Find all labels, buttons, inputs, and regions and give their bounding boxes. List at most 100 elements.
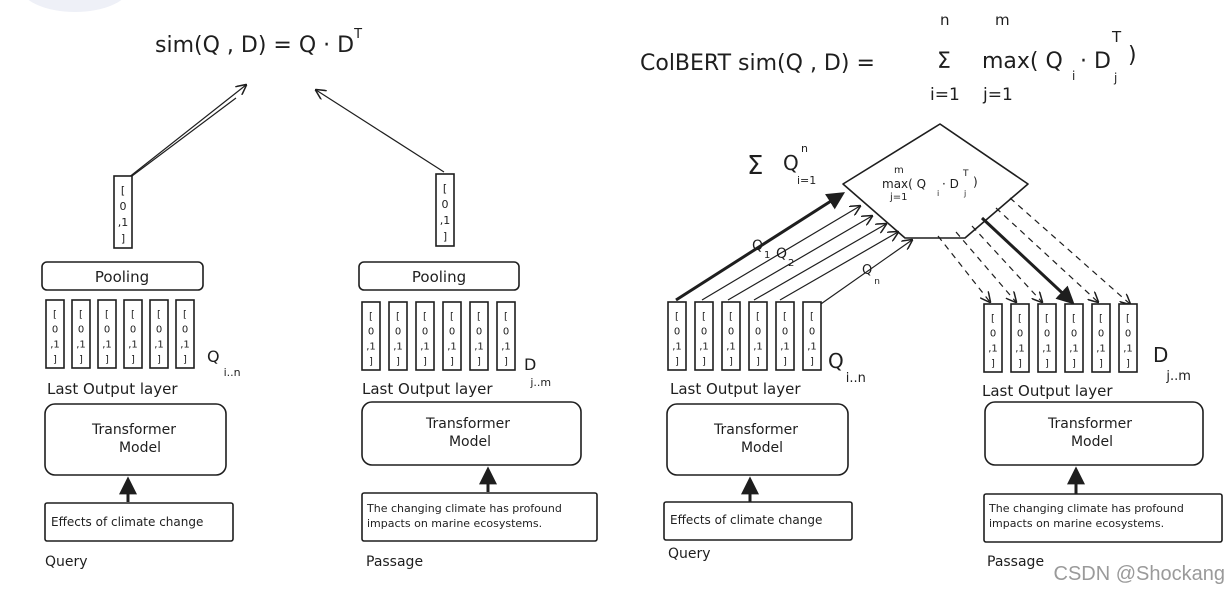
- right-transformer-d-line2: Model: [1071, 434, 1113, 450]
- right-layer-label-d: Last Output layer: [982, 382, 1113, 400]
- pooled-doc-vector-box: [0,1]: [435, 173, 455, 247]
- right-q-vector-5-glyph: [: [783, 311, 787, 322]
- maxsim-diamond-text: m max( Q i · D T j ) j=1: [882, 165, 978, 203]
- pooled-query-vector: [0,1]: [113, 175, 133, 249]
- right-q-vector-2-glyph: ,1: [699, 341, 709, 352]
- left-d-vector-5-glyph: [: [477, 311, 481, 322]
- colbert-formula-max: max( Q: [982, 49, 1063, 74]
- left-passage-text-2: impacts on marine ecosystems.: [367, 517, 542, 530]
- left-transformer-d-line2: Model: [449, 434, 491, 450]
- arrow-q-to-sim: [127, 85, 246, 179]
- left-q-vector-5-frame: [149, 299, 169, 369]
- left-q-vector-6-frame: [175, 299, 195, 369]
- left-d-vector-6-glyph: ]: [504, 356, 508, 367]
- right-d-vector-1: [0,1]: [983, 303, 1003, 373]
- pooled-query-vector-box-glyph: ,1: [118, 216, 129, 229]
- colbert-formula-i: i: [1072, 69, 1075, 83]
- right-d-vector-1-glyph: ,1: [988, 343, 998, 354]
- right-q-vector-6-glyph: ]: [810, 356, 814, 367]
- right-d-vector-5-frame: [1091, 303, 1111, 373]
- left-d-vector-1-glyph: ]: [369, 356, 373, 367]
- right-transformer-q-line1: Transformer: [713, 422, 798, 438]
- right-q-subscript: Qi..n: [828, 349, 866, 386]
- pooled-doc-vector: [0,1]: [435, 173, 455, 247]
- right-d-vector-6-glyph: 0: [1125, 328, 1131, 339]
- left-d-vector-5-glyph: 0: [476, 326, 482, 337]
- right-d-vector-6: [0,1]: [1118, 303, 1138, 373]
- right-q-vector-1-frame: [667, 301, 687, 371]
- left-d-vector-1: [0,1]: [361, 301, 381, 371]
- left-doc-token-vectors: [0,1][0,1][0,1][0,1][0,1][0,1]: [361, 301, 516, 371]
- right-q-vector-2-frame: [694, 301, 714, 371]
- right-d-vector-2-glyph: ,1: [1015, 343, 1025, 354]
- left-formula: sim(Q , D) = Q · DT: [155, 27, 362, 58]
- left-d-vector-1-glyph: [: [369, 311, 373, 322]
- left-query-text: Effects of climate change: [51, 515, 203, 529]
- left-d-vector-1-glyph: 0: [368, 326, 374, 337]
- colbert-formula-n: n: [940, 11, 950, 29]
- right-d-vector-4: [0,1]: [1064, 303, 1084, 373]
- arrow-q2-to-maxsim: [701, 206, 860, 301]
- left-q-vector-5-glyph: ,1: [154, 339, 164, 350]
- right-q-vector-2-glyph: [: [702, 311, 706, 322]
- left-q-vector-5-glyph: 0: [156, 324, 162, 335]
- left-layer-label-d: Last Output layer: [362, 380, 493, 398]
- left-passage-input-box: [361, 492, 598, 542]
- colbert-formula-m: m: [995, 11, 1010, 29]
- arrow-d-to-sim: [316, 90, 445, 173]
- left-q-vector-3-glyph: 0: [104, 324, 110, 335]
- pooling-box-doc: [358, 261, 520, 291]
- left-d-vector-4-glyph: [: [450, 311, 454, 322]
- right-q-vector-3-glyph: ]: [729, 356, 733, 367]
- right-q-vector-3-glyph: ,1: [726, 341, 736, 352]
- right-transformer-box-q: [666, 403, 849, 476]
- left-q-vector-3-glyph: [: [105, 309, 109, 320]
- left-q-vector-4-glyph: ]: [131, 354, 135, 365]
- right-query-caption: Query: [668, 546, 711, 562]
- pooled-query-vector-box-glyph: ]: [121, 232, 125, 245]
- left-query-token-vectors: [0,1][0,1][0,1][0,1][0,1][0,1]: [45, 299, 195, 369]
- right-q-vector-6-glyph: ,1: [807, 341, 817, 352]
- left-transformer-d-line1: Transformer: [425, 416, 510, 432]
- right-d-vector-1-frame: [983, 303, 1003, 373]
- left-diagram: sim(Q , D) = Q · DT [0,1] [0,1] Pooling …: [41, 27, 598, 570]
- sum-q-n: n: [801, 142, 808, 155]
- left-q-vector-1-glyph: ,1: [50, 339, 60, 350]
- left-transformer-box-q: [44, 403, 227, 476]
- colbert-formula-dot-d: · D: [1080, 49, 1111, 74]
- right-q-vector-5-glyph: ,1: [780, 341, 790, 352]
- left-q-vector-4-glyph: ,1: [128, 339, 138, 350]
- colbert-formula-j1: j=1: [982, 85, 1013, 105]
- left-q-vector-1: [0,1]: [45, 299, 65, 369]
- left-q-vector-3-frame: [97, 299, 117, 369]
- diamond-close: ): [973, 175, 978, 189]
- right-q-vector-2-glyph: ]: [702, 356, 706, 367]
- diamond-i: i: [937, 189, 939, 198]
- right-d-vector-2-glyph: 0: [1017, 328, 1023, 339]
- colbert-formula-sigma: Σ: [937, 49, 951, 74]
- left-d-vector-2: [0,1]: [388, 301, 408, 371]
- left-d-vector-4-glyph: 0: [449, 326, 455, 337]
- left-d-vector-3-glyph: 0: [422, 326, 428, 337]
- right-diagram: ColBERT sim(Q , D) = n Σ i=1 m max( Q i …: [640, 11, 1223, 570]
- left-query-caption: Query: [45, 554, 88, 570]
- right-transformer-q-line2: Model: [741, 440, 783, 456]
- left-d-vector-4-frame: [442, 301, 462, 371]
- pooled-doc-vector-box-glyph: 0: [442, 198, 449, 211]
- pooled-doc-vector-box-glyph: ,1: [440, 214, 451, 227]
- left-transformer-q-line1: Transformer: [91, 422, 176, 438]
- right-d-vector-2: [0,1]: [1010, 303, 1030, 373]
- left-q-vector-3: [0,1]: [97, 299, 117, 369]
- right-q-vector-5-frame: [775, 301, 795, 371]
- left-d-vector-6: [0,1]: [496, 301, 516, 371]
- right-d-vector-4-glyph: 0: [1071, 328, 1077, 339]
- right-q-vector-3: [0,1]: [721, 301, 741, 371]
- left-q-subscript: Qi..n: [207, 347, 241, 379]
- left-d-vector-5-glyph: ]: [477, 356, 481, 367]
- right-q-vector-5: [0,1]: [775, 301, 795, 371]
- right-transformer-d-line1: Transformer: [1047, 416, 1132, 432]
- right-d-vector-3-glyph: ,1: [1042, 343, 1052, 354]
- right-q-vector-1-glyph: ,1: [672, 341, 682, 352]
